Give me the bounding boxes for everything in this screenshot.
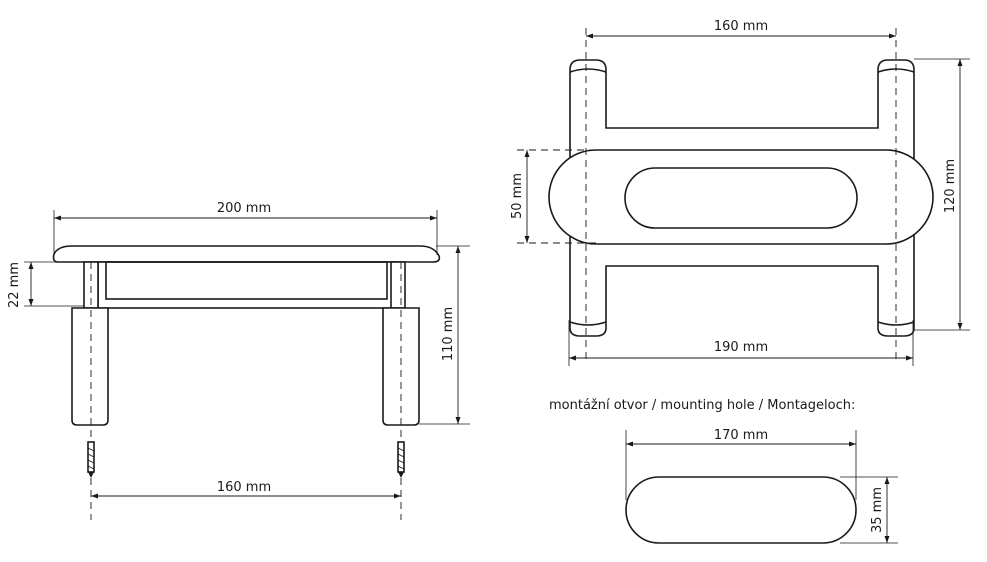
dim-22mm-label: 22 mm [7, 262, 22, 308]
dim-170mm-label: 170 mm [714, 428, 768, 443]
dim-50mm-label: 50 mm [510, 173, 525, 219]
mounting-hole: 170 mm 35 mm [625, 428, 898, 544]
dim-160mm-bottom-label: 160 mm [217, 480, 271, 495]
right-upper-post [390, 261, 406, 309]
side-view: 200 mm 110 mm 22 mm 160 mm [7, 201, 470, 520]
dim-190mm-label: 190 mm [714, 340, 768, 355]
dim-110mm-label: 110 mm [441, 307, 456, 361]
mounting-hole-shape [625, 476, 857, 544]
front-view: 160 mm 50 mm 120 mm 190 mm [510, 19, 970, 366]
dim-120mm-label: 120 mm [943, 159, 958, 213]
oval-plate-inner [624, 167, 858, 229]
right-leg [382, 307, 420, 426]
dim-35mm-label: 35 mm [870, 487, 885, 533]
dim-160mm-top-label: 160 mm [714, 19, 768, 34]
left-leg [71, 307, 109, 426]
left-screw-icon [87, 441, 95, 478]
dim-200mm-label: 200 mm [217, 201, 271, 216]
support-rail-inner [105, 261, 388, 300]
oval-plate [548, 149, 934, 245]
shelf-plate [52, 245, 441, 263]
mounting-hole-caption: montážní otvor / mounting hole / Montage… [549, 398, 856, 413]
support-rail [97, 261, 396, 309]
right-screw-icon [397, 441, 405, 478]
